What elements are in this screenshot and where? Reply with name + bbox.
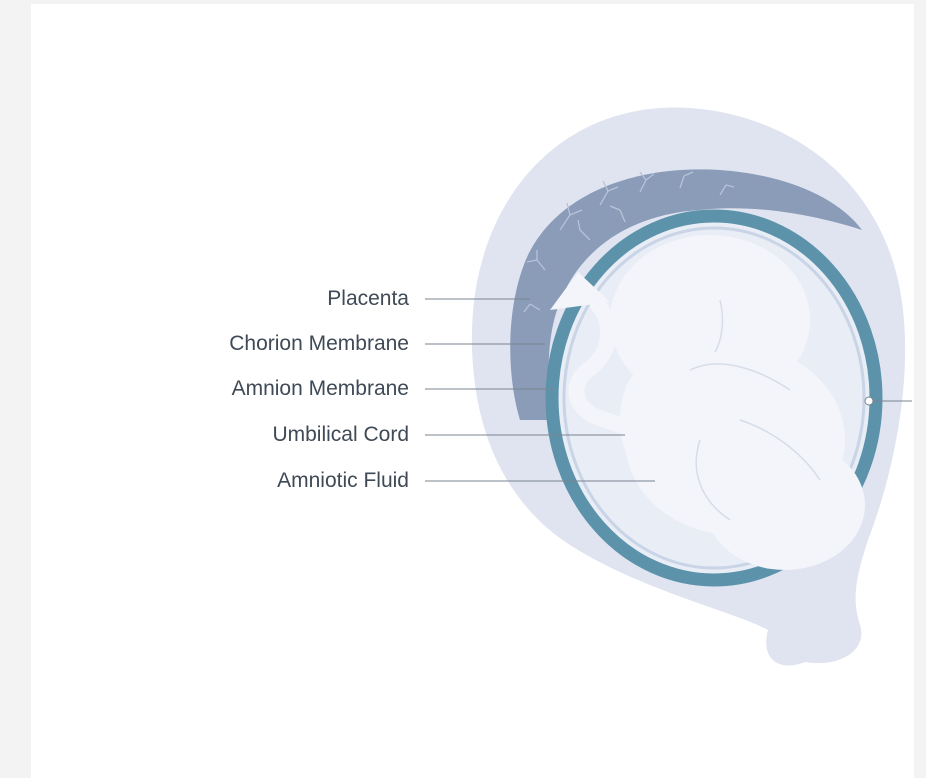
amniotic-fluid-label: Amniotic Fluid [277,469,409,493]
chorion-membrane-label: Chorion Membrane [229,332,409,356]
placenta-label: Placenta [327,287,409,311]
amnion-membrane-label: Amnion Membrane [232,377,409,401]
right-leader-dot [865,397,873,405]
umbilical-cord-label: Umbilical Cord [272,423,409,447]
